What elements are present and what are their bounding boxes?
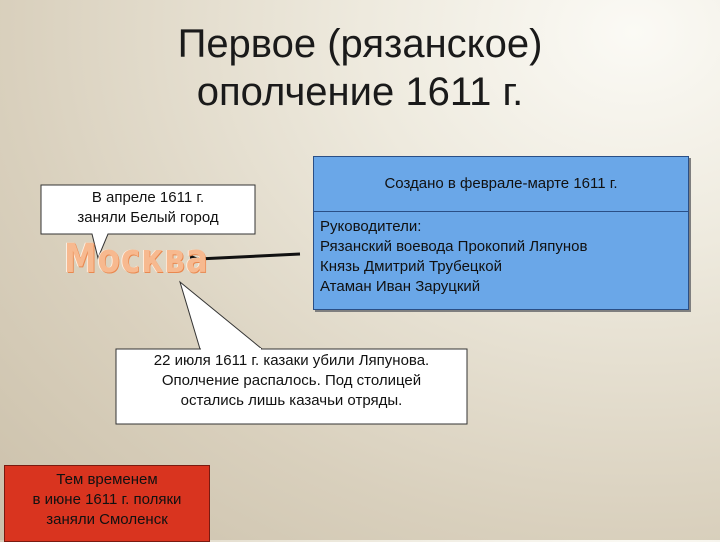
july-line-2: Ополчение распалось. Под столицей (161, 372, 422, 389)
leader-item: Атаман Иван Заруцкий (320, 278, 481, 295)
arrow-to-moscow (189, 252, 301, 265)
leader-item: Рязанский воевода Прокопий Ляпунов (320, 238, 588, 255)
founded-box: Создано в феврале-марте 1611 г. Руководи… (313, 156, 689, 310)
founded-header: Создано в феврале-марте 1611 г. (314, 157, 688, 212)
smolensk-text: Тем временем в июне 1611 г. поляки занял… (5, 470, 209, 530)
smolensk-line-3: заняли Смоленск (46, 511, 168, 528)
july-line-1: 22 июля 1611 г. казаки убили Ляпунова. (153, 352, 430, 369)
april-callout-text: В апреле 1611 г. заняли Белый город (41, 188, 255, 228)
july-callout-box (115, 348, 468, 425)
title-line-2: ополчение 1611 г. (196, 70, 524, 114)
slide-title: Первое (рязанское) ополчение 1611 г. (0, 20, 720, 116)
moscow-label: Москва (64, 236, 209, 282)
leaders-list: Руководители: Рязанский воевода Прокопий… (320, 217, 587, 297)
april-line-1: В апреле 1611 г. (91, 189, 205, 206)
july-callout-text: 22 июля 1611 г. казаки убили Ляпунова. О… (116, 351, 467, 411)
title-line-1: Первое (рязанское) (177, 22, 543, 66)
smolensk-line-1: Тем временем (56, 471, 158, 488)
smolensk-line-2: в июне 1611 г. поляки (32, 491, 182, 508)
leader-item: Князь Дмитрий Трубецкой (320, 258, 502, 275)
smolensk-box: Тем временем в июне 1611 г. поляки занял… (4, 465, 210, 542)
july-callout-tail (179, 280, 264, 350)
leaders-label: Руководители (320, 218, 418, 235)
april-callout-shape (40, 184, 256, 260)
leaders-colon: : (417, 218, 422, 235)
leaders-label-line: Руководители: (320, 217, 587, 237)
july-line-3: остались лишь казачьи отряды. (180, 392, 403, 409)
april-line-2: заняли Белый город (77, 209, 219, 226)
